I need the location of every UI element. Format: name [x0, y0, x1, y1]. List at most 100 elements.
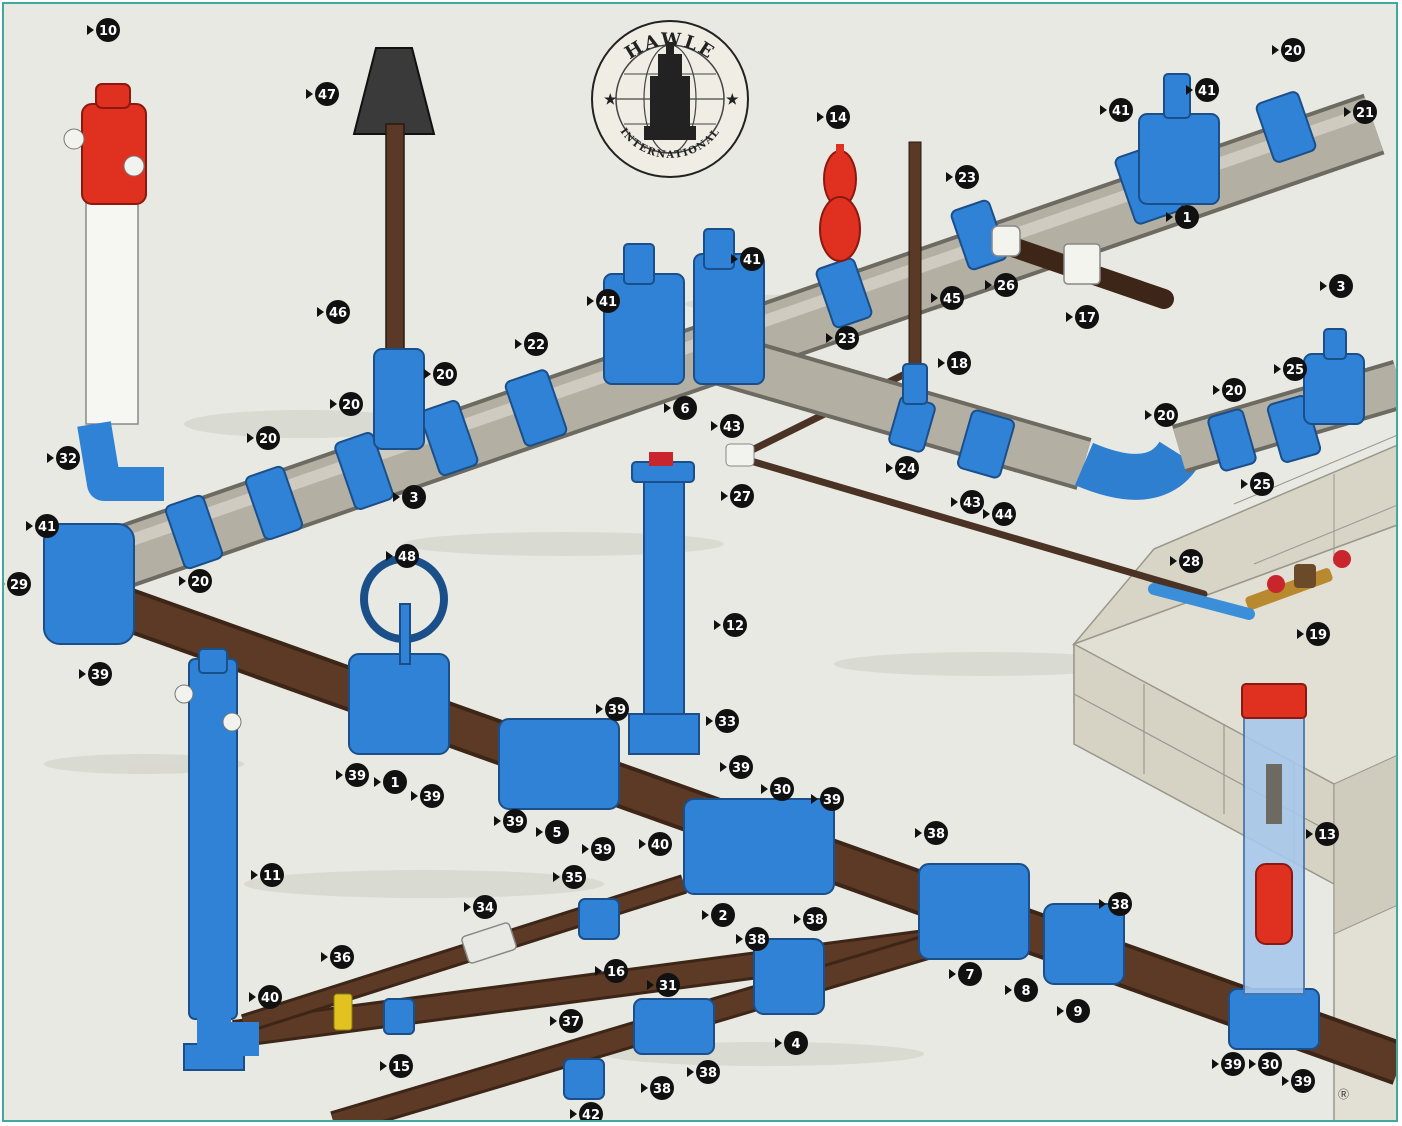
svg-text:★: ★ — [604, 92, 617, 108]
callout-pointer — [321, 952, 328, 962]
callout-marker: 43 — [951, 490, 984, 514]
callout-marker: 29 — [4, 572, 31, 596]
callout-marker: 20 — [1272, 38, 1305, 62]
callout-pointer — [1066, 312, 1073, 322]
callout-pointer — [596, 704, 603, 714]
callout-pointer — [570, 1109, 577, 1119]
callout-label: 39 — [423, 790, 441, 805]
callout-pointer — [26, 521, 33, 531]
callout-pointer — [938, 358, 945, 368]
callout-pointer — [946, 172, 953, 182]
callout-label: 25 — [1253, 478, 1271, 493]
check-valve-standpipe — [1242, 684, 1306, 994]
callout-marker: 39 — [1212, 1052, 1245, 1076]
callout-label: 47 — [318, 88, 336, 103]
callout-marker: 17 — [1066, 305, 1099, 329]
callout-marker: 39 — [582, 837, 615, 861]
callout-marker: 20 — [424, 362, 457, 386]
callout-marker: 38 — [736, 927, 769, 951]
callout-pointer — [336, 770, 343, 780]
callout-pointer — [639, 839, 646, 849]
callout-pointer — [424, 369, 431, 379]
callout-pointer — [817, 112, 824, 122]
callout-pointer — [47, 453, 54, 463]
callout-marker: 25 — [1274, 357, 1307, 381]
callout-label: 37 — [562, 1015, 580, 1030]
callout-pointer — [587, 296, 594, 306]
callout-pointer — [515, 339, 522, 349]
callout-label: 42 — [582, 1108, 600, 1122]
pillar-hydrant-red — [64, 84, 164, 484]
callout-marker: 37 — [550, 1009, 583, 1033]
callout-pointer — [1272, 45, 1279, 55]
callout-label: 24 — [898, 462, 916, 477]
callout-pointer — [736, 934, 743, 944]
underground-hydrant — [629, 452, 699, 754]
surface-box-and-rod — [354, 48, 434, 449]
callout-marker: 7 — [949, 962, 982, 986]
callout-label: 39 — [1224, 1058, 1242, 1073]
callout-label: 39 — [823, 793, 841, 808]
callout-pointer — [1100, 105, 1107, 115]
callout-label: 14 — [829, 111, 847, 126]
callout-pointer — [664, 403, 671, 413]
callout-label: 5 — [552, 826, 561, 841]
callout-marker: 41 — [1100, 98, 1133, 122]
callout-label: 18 — [950, 357, 968, 372]
callout-label: 19 — [1309, 628, 1327, 643]
callout-label: 1 — [1182, 211, 1191, 226]
callout-label: 7 — [965, 968, 974, 983]
callout-label: 41 — [743, 253, 761, 268]
callout-pointer — [761, 784, 768, 794]
callout-label: 46 — [329, 306, 347, 321]
callout-label: 32 — [59, 452, 77, 467]
callout-marker: 22 — [515, 332, 548, 356]
callout-label: 1 — [390, 776, 399, 791]
callout-label: 2 — [718, 909, 727, 924]
callout-pointer — [1213, 385, 1220, 395]
callout-pointer — [711, 421, 718, 431]
air-valve — [820, 144, 860, 261]
callout-pointer — [1282, 1076, 1289, 1086]
callout-label: 41 — [1112, 104, 1130, 119]
callout-label: 20 — [259, 432, 277, 447]
callout-marker: 39 — [79, 662, 112, 686]
callout-label: 44 — [995, 508, 1013, 523]
callout-label: 38 — [653, 1082, 671, 1097]
callout-pointer — [550, 1016, 557, 1026]
callout-marker: 43 — [711, 414, 744, 438]
callout-label: 30 — [1261, 1058, 1279, 1073]
callout-label: 23 — [958, 171, 976, 186]
callout-pointer — [641, 1083, 648, 1093]
callout-pointer — [306, 89, 313, 99]
callout-marker: 39 — [494, 809, 527, 833]
callout-label: 41 — [1198, 84, 1216, 99]
callout-label: 10 — [99, 24, 117, 39]
callout-pointer — [1212, 1059, 1219, 1069]
callout-label: 39 — [732, 761, 750, 776]
callout-marker: 20 — [1213, 378, 1246, 402]
callout-marker: 23 — [946, 165, 979, 189]
callout-label: 40 — [261, 991, 279, 1006]
callout-pointer — [317, 307, 324, 317]
callout-label: 28 — [1182, 555, 1200, 570]
callout-label: 20 — [1225, 384, 1243, 399]
registered-mark: Ⓡ — [1338, 1088, 1349, 1101]
callout-marker: 39 — [596, 697, 629, 721]
callout-label: 25 — [1286, 363, 1304, 378]
pipe-network-illustration: ★ ★ HAWLE INTERNATIONAL Ⓡ 10471441202141… — [4, 4, 1398, 1122]
callout-label: 43 — [723, 420, 741, 435]
callout-marker: 5 — [536, 820, 569, 844]
callout-label: 36 — [333, 951, 351, 966]
callout-label: 34 — [476, 901, 494, 916]
callout-pointer — [720, 762, 727, 772]
callout-marker: 8 — [1005, 978, 1038, 1002]
callout-pointer — [251, 870, 258, 880]
callout-marker: 39 — [411, 784, 444, 808]
callout-label: 39 — [594, 843, 612, 858]
callout-pointer — [330, 399, 337, 409]
callout-pointer — [4, 579, 5, 589]
callout-pointer — [714, 620, 721, 630]
callout-pointer — [1320, 281, 1327, 291]
callout-pointer — [1241, 479, 1248, 489]
